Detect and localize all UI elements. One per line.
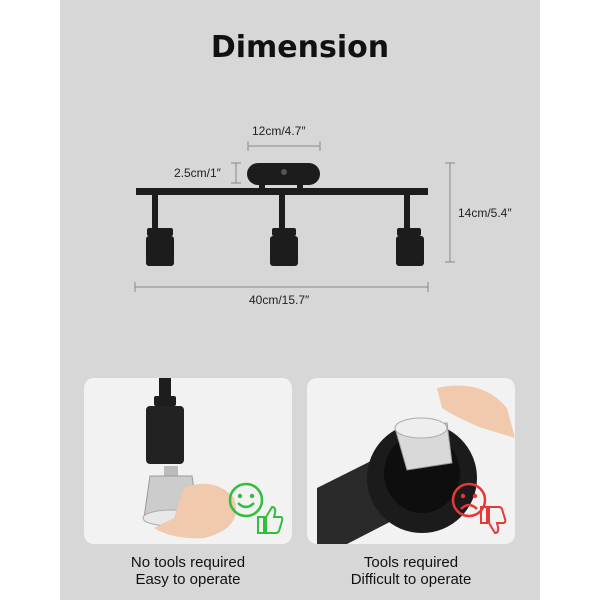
sad-face-icon — [451, 482, 487, 518]
base-height-label: 2.5cm/1″ — [174, 166, 221, 180]
thumbs-up-icon — [257, 505, 284, 534]
caption-no-tools-line1: No tools required — [130, 554, 246, 571]
base-width-label: 12cm/4.7″ — [252, 124, 306, 138]
canopy-stem-right — [297, 182, 303, 190]
page-title: Dimension — [210, 30, 390, 65]
caption-tools-required-line1: Tools required — [363, 554, 459, 571]
photo-no-tools — [84, 378, 292, 544]
spot-arm-right — [404, 195, 410, 231]
canopy-stem-left — [259, 182, 265, 190]
hand-right — [437, 385, 515, 438]
photo-tools-required — [307, 378, 515, 544]
spotlight-right — [396, 236, 424, 266]
fixture-diagram — [134, 141, 455, 292]
spotlight-middle — [270, 236, 298, 266]
dimension-lines — [134, 141, 455, 292]
bulb-insertion-easy-illustration — [142, 378, 236, 539]
caption-no-tools-line2: Easy to operate — [135, 571, 241, 588]
spotlight-left — [146, 236, 174, 266]
hand-left — [154, 483, 236, 539]
caption-tools-required: Tools required Difficult to operate — [307, 554, 515, 588]
happy-face-icon — [228, 482, 264, 518]
bulb-insertion-hard-illustration — [317, 385, 515, 544]
total-length-label: 40cm/15.7″ — [249, 293, 310, 307]
caption-tools-required-line2: Difficult to operate — [350, 571, 472, 588]
spot-arm-middle — [279, 195, 285, 231]
thumbs-down-icon — [480, 506, 507, 535]
gu10-bulb-right — [394, 417, 453, 471]
ceiling-light-fixture — [136, 163, 428, 266]
spot-arm-left — [152, 195, 158, 231]
total-height-label: 14cm/5.4″ — [458, 206, 512, 220]
caption-no-tools: No tools required Easy to operate — [84, 554, 292, 588]
fixture-rail — [136, 188, 428, 195]
